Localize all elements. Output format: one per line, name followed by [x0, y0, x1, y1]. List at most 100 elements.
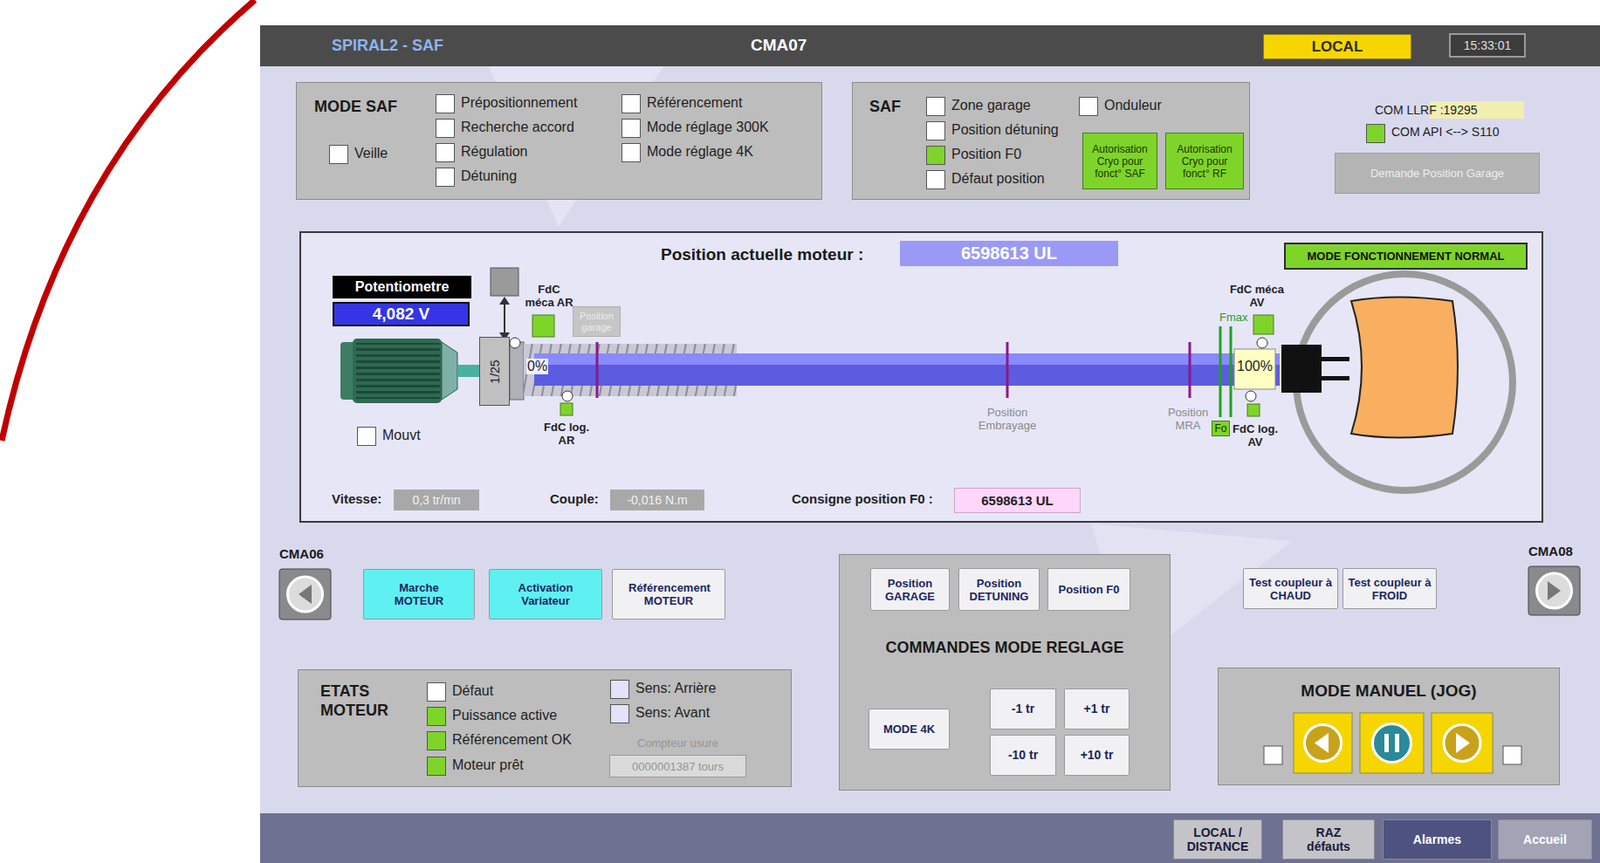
label-text: 100% [1236, 358, 1274, 375]
command-button: Marche MOTEUR [363, 569, 475, 620]
checkbox [926, 121, 946, 141]
label-text: Sens: Arrière [635, 680, 716, 697]
node-text: -10 tr [1008, 748, 1038, 763]
limit-switch [532, 315, 555, 337]
node-text: Activation Variateur [505, 581, 586, 608]
screw-shaft [1188, 342, 1192, 399]
label-text: COM API <--> S110 [1391, 124, 1499, 139]
checkbox [926, 96, 946, 117]
checkbox [621, 94, 641, 114]
node-text: +10 tr [1080, 748, 1114, 763]
label-text: Mouvt [382, 427, 421, 444]
motor-symbol [356, 343, 440, 399]
command-button: +1 tr [1064, 688, 1130, 730]
node-text: 0000001387 tours [631, 760, 724, 774]
panel-ground [297, 669, 792, 788]
node-text: CMA08 [1528, 543, 1573, 559]
node-text: MODE 4K [883, 722, 935, 736]
node-text: Autorisation Cryo pour fonct° RF [1167, 143, 1242, 180]
checkbox [610, 704, 630, 724]
panel-ground [838, 554, 1171, 791]
limit-switch [562, 391, 573, 402]
label-text: Consigne position F0 : [791, 491, 934, 507]
bar-button: RAZ défauts [1282, 819, 1375, 860]
command-button: Test coupleur à CHAUD [1242, 568, 1339, 610]
value-display: 4,082 V [332, 302, 470, 327]
command-button: Position F0 [1047, 568, 1131, 612]
panel-ground [851, 82, 1250, 200]
screw-shaft [1219, 326, 1223, 418]
node-text: Demande Position Garage [1370, 166, 1504, 180]
nav-button: CMA06 [279, 569, 331, 620]
label-text: CMA07 [750, 35, 807, 55]
label-text: FdC log. AV [1230, 422, 1280, 449]
node-text: -0,016 N.m [626, 493, 687, 508]
node-text: 0,3 tr/mn [412, 493, 461, 508]
jog-button [1503, 746, 1522, 765]
command-button: Position GARAGE [870, 568, 950, 612]
node-text: Fo [1214, 423, 1227, 434]
motor-symbol [340, 338, 480, 404]
command-panel: COMMANDES MODE REGLAGEPosition GARAGEPos… [838, 554, 1171, 791]
label-text: Sens: Avant [635, 705, 710, 722]
cavity-symbol [1281, 274, 1513, 491]
limit-switch [560, 403, 573, 416]
command-button: Test coupleur à FROID [1342, 568, 1437, 610]
screw-shaft [509, 342, 524, 400]
label-text: Veille [354, 145, 388, 162]
bar-button: LOCAL / DISTANCE [1173, 819, 1263, 860]
screw-shaft [534, 353, 1280, 365]
screw-shaft [509, 326, 1280, 418]
jog-button [1263, 713, 1522, 774]
node-text: Test coupleur à CHAUD [1246, 576, 1335, 603]
panel-ground [1217, 667, 1560, 786]
status-indicator: Autorisation Cryo pour fonct° RF [1165, 132, 1244, 190]
label-text: Position Embrayage [970, 405, 1044, 433]
red-arc [1, 0, 255, 441]
checkbox [610, 679, 630, 700]
screen-ground [260, 813, 1600, 863]
screen-ground [260, 25, 1600, 863]
command-button: Référencement MOTEUR [611, 569, 726, 620]
label-text: Zone garage [951, 97, 1031, 114]
node-text: Position GARAGE [873, 576, 947, 604]
position-marker: Fo [1211, 420, 1230, 437]
node-text: Référencement MOTEUR [628, 581, 709, 608]
checkbox [357, 426, 377, 447]
checkbox [426, 707, 447, 727]
limit-switch [1245, 391, 1257, 402]
motor-symbol [352, 338, 442, 404]
nav-arrow [298, 584, 312, 605]
node-text: Test coupleur à FROID [1345, 576, 1434, 603]
checkbox [329, 144, 349, 165]
node-text: Accueil [1523, 832, 1567, 847]
checkbox [435, 167, 455, 187]
status-panel: ETATS MOTEURCompteur usure0000001387 tou… [297, 669, 792, 788]
mode-indicator: LOCAL [1263, 34, 1412, 60]
jog-button [1394, 734, 1400, 753]
jog-panel: MODE MANUEL (JOG) [1217, 667, 1560, 786]
label-text: Prépositionnement [460, 95, 577, 111]
checkbox [435, 94, 455, 114]
checkbox [926, 170, 946, 190]
nav-arrow [279, 566, 1580, 620]
node-text: 15:33:01 [1463, 38, 1512, 53]
node-text: 6598613 UL [961, 243, 1058, 264]
command-button: MODE 4K [868, 708, 950, 750]
limit-switch [503, 300, 506, 337]
jog-button [1314, 733, 1329, 754]
label-text: Moteur prêt [452, 757, 524, 774]
label-text: 0% [526, 358, 549, 375]
screen-ground [260, 25, 1600, 67]
node-text: Position F0 [1057, 583, 1120, 597]
label-text: FdC méca AR [521, 282, 577, 310]
screw-shaft [1229, 326, 1233, 418]
panel-ground [299, 231, 1544, 523]
checkbox [1366, 123, 1386, 144]
label-text: Recherche accord [460, 119, 575, 136]
limit-switch [490, 267, 1274, 417]
label-text: Couple: [549, 491, 599, 507]
limit-switch [1247, 404, 1260, 417]
command-button: +10 tr [1064, 734, 1130, 776]
